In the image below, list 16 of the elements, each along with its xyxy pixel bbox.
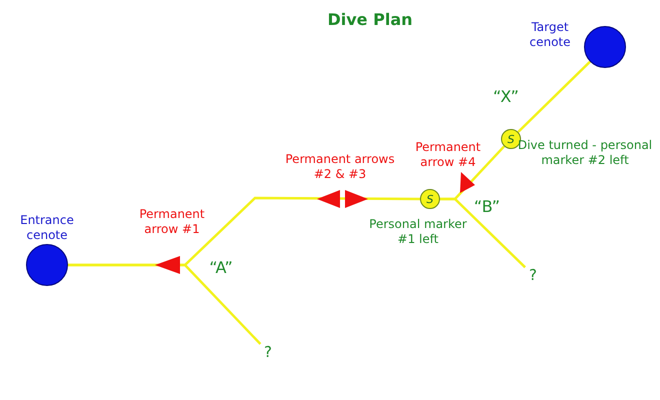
cenote-label: Target cenote xyxy=(528,20,572,50)
station-letter: “X” xyxy=(492,87,520,107)
cenote-label: Entrance cenote xyxy=(19,213,75,243)
unknown-passage-mark: ? xyxy=(525,266,541,284)
guideline xyxy=(440,145,506,200)
guideline xyxy=(517,60,591,133)
unknown-passage-mark: ? xyxy=(260,343,276,361)
station-letter: “B” xyxy=(472,197,502,217)
guideline xyxy=(68,196,420,266)
arrow-label: Permanent arrow #1 xyxy=(138,207,206,237)
diagram-title: Dive Plan xyxy=(326,10,414,29)
arrow-label: Permanent arrows #2 & #3 xyxy=(284,152,396,182)
station-letter: “A” xyxy=(208,258,234,278)
arrow-label: Permanent arrow #4 xyxy=(414,140,482,170)
marker-circle: S xyxy=(420,189,440,209)
marker-note: Personal marker #1 left xyxy=(368,217,468,247)
